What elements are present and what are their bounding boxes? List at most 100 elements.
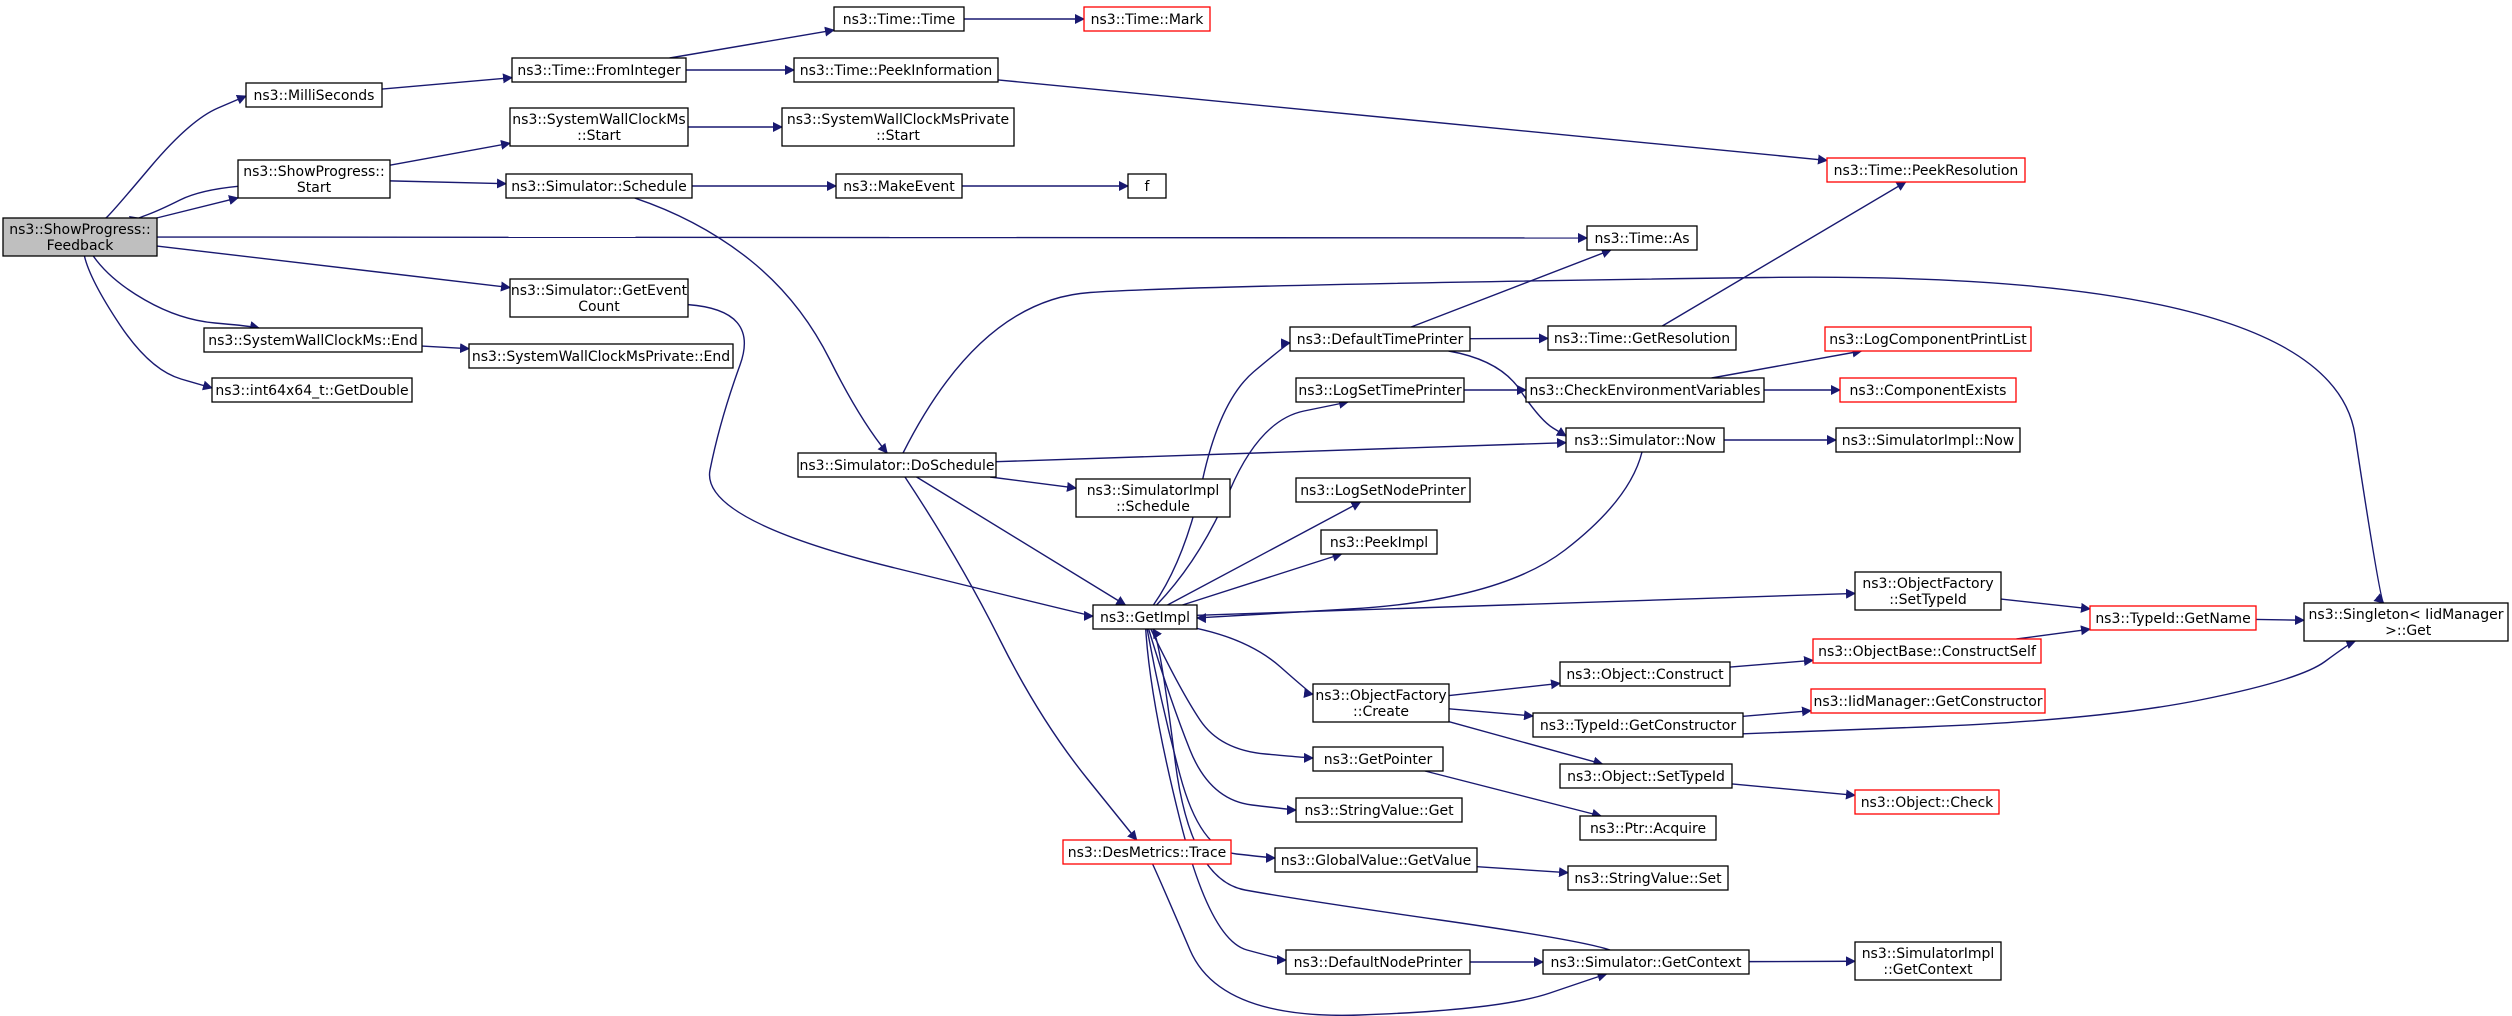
node-label: ns3::Time::FromInteger	[517, 63, 680, 79]
node-sim-schedule[interactable]: ns3::Simulator::Schedule	[505, 173, 693, 199]
node-logsetnodeprinter[interactable]: ns3::LogSetNodePrinter	[1295, 477, 1471, 503]
node-box	[1295, 477, 1471, 503]
node-peekinfo[interactable]: ns3::Time::PeekInformation	[793, 57, 999, 83]
node-frominteger[interactable]: ns3::Time::FromInteger	[511, 57, 687, 83]
node-swcm-start[interactable]: ns3::SystemWallClockMs::Start	[509, 107, 689, 147]
call-edge-doschedule-to-desmetrics	[904, 476, 1138, 841]
node-simimpl-getcontext[interactable]: ns3::SimulatorImpl::GetContext	[1854, 941, 2002, 981]
node-checkenv[interactable]: ns3::CheckEnvironmentVariables	[1525, 377, 1765, 403]
node-label: ns3::Simulator::GetEvent	[511, 283, 688, 299]
node-label: ns3::ShowProgress::	[9, 222, 150, 238]
node-objbase-constructself[interactable]: ns3::ObjectBase::ConstructSelf	[1812, 638, 2042, 664]
node-objfactory-settypeid[interactable]: ns3::ObjectFactory::SetTypeId	[1854, 571, 2002, 611]
node-label: ns3::SystemWallClockMs	[512, 112, 685, 128]
node-box	[203, 327, 423, 353]
node-logcompprintlist[interactable]: ns3::LogComponentPrintList	[1824, 326, 2032, 352]
node-logsettimeprinter[interactable]: ns3::LogSetTimePrinter	[1295, 377, 1465, 403]
node-swcmp-start[interactable]: ns3::SystemWallClockMsPrivate::Start	[781, 107, 1015, 147]
call-edge-deftimeprinter-to-sim_now	[1448, 350, 1567, 437]
node-sim-getcontext[interactable]: ns3::Simulator::GetContext	[1542, 949, 1750, 975]
node-box	[1854, 789, 2000, 815]
call-edge-milliseconds-to-frominteger	[381, 73, 513, 90]
node-box	[1312, 683, 1450, 723]
node-globalvalue-get[interactable]: ns3::GlobalValue::GetValue	[1274, 847, 1478, 873]
node-typeid-getname[interactable]: ns3::TypeId::GetName	[2089, 605, 2257, 631]
node-typeid-getctor[interactable]: ns3::TypeId::GetConstructor	[1532, 712, 1744, 738]
node-doschedule[interactable]: ns3::Simulator::DoSchedule	[797, 452, 997, 478]
node-box	[1812, 638, 2042, 664]
node-sp-start[interactable]: ns3::ShowProgress::Start	[237, 159, 391, 199]
node-getpointer[interactable]: ns3::GetPointer	[1312, 746, 1444, 772]
node-label: ns3::TypeId::GetName	[2095, 611, 2250, 627]
node-obj-check[interactable]: ns3::Object::Check	[1854, 789, 2000, 815]
node-label: ns3::Time::Time	[843, 12, 955, 28]
node-peekimpl[interactable]: ns3::PeekImpl	[1320, 529, 1438, 555]
node-makeevent[interactable]: ns3::MakeEvent	[835, 173, 963, 199]
node-label: ns3::PeekImpl	[1330, 535, 1428, 551]
call-edge-deftimeprinter-to-time_as	[1410, 248, 1612, 328]
node-stringvalue-set[interactable]: ns3::StringValue::Set	[1567, 865, 1729, 891]
node-label: ns3::Object::Construct	[1566, 667, 1724, 683]
node-defnodeprinter[interactable]: ns3::DefaultNodePrinter	[1285, 949, 1471, 975]
node-sim-now[interactable]: ns3::Simulator::Now	[1565, 427, 1725, 453]
call-edge-doschedule-to-simimpl_schedule	[990, 476, 1077, 492]
node-box	[2303, 602, 2509, 642]
node-swcm-end[interactable]: ns3::SystemWallClockMs::End	[203, 327, 423, 353]
node-swcmp-end[interactable]: ns3::SystemWallClockMsPrivate::End	[468, 343, 734, 369]
node-box	[1092, 604, 1198, 630]
node-box	[1839, 377, 2017, 403]
node-ptr-acquire[interactable]: ns3::Ptr::Acquire	[1579, 815, 1717, 841]
node-peekres[interactable]: ns3::Time::PeekResolution	[1826, 157, 2026, 183]
node-box	[2, 217, 158, 257]
node-box	[797, 452, 997, 478]
node-obj-settypeid[interactable]: ns3::Object::SetTypeId	[1559, 763, 1733, 789]
node-f[interactable]: f	[1127, 173, 1167, 199]
node-getdouble[interactable]: ns3::int64x64_t::GetDouble	[211, 377, 413, 403]
call-edge-sp_start-to-sim_schedule	[389, 178, 507, 189]
node-time-mark[interactable]: ns3::Time::Mark	[1083, 6, 1211, 32]
call-edge-getimpl-to-logsetnodeprinter	[1167, 501, 1362, 606]
node-time-time[interactable]: ns3::Time::Time	[833, 6, 965, 32]
node-label: ns3::SystemWallClockMsPrivate	[787, 112, 1009, 128]
node-stringvalue-get[interactable]: ns3::StringValue::Get	[1295, 797, 1463, 823]
call-edge-feedback-to-swcm_end	[92, 255, 260, 331]
node-desmetrics[interactable]: ns3::DesMetrics::Trace	[1062, 839, 1232, 865]
node-box	[1579, 815, 1717, 841]
node-getresolution[interactable]: ns3::Time::GetResolution	[1547, 325, 1737, 351]
node-deftimeprinter[interactable]: ns3::DefaultTimePrinter	[1289, 326, 1471, 352]
node-obj-construct[interactable]: ns3::Object::Construct	[1559, 661, 1731, 687]
call-edge-getpointer-to-ptr_acquire	[1424, 770, 1603, 819]
call-edge-geteventcount-to-getimpl	[687, 303, 1094, 621]
node-label: ns3::GlobalValue::GetValue	[1281, 853, 1471, 869]
call-edge-objfactory_settypeid-to-typeid_getname	[2000, 598, 2091, 613]
node-box	[1075, 478, 1231, 518]
node-label: ns3::ShowProgress::	[243, 164, 384, 180]
node-label: ns3::DefaultTimePrinter	[1297, 332, 1464, 348]
node-box	[1567, 865, 1729, 891]
node-label: ns3::Singleton< IidManager	[2309, 607, 2504, 623]
node-milliseconds[interactable]: ns3::MilliSeconds	[245, 82, 383, 108]
edge-layer	[83, 14, 2385, 1016]
node-label: ns3::Time::Mark	[1091, 12, 1205, 28]
node-compexists[interactable]: ns3::ComponentExists	[1839, 377, 2017, 403]
node-label: ns3::Simulator::Schedule	[511, 179, 687, 195]
call-edge-getimpl-to-getpointer	[1150, 628, 1314, 763]
node-box	[211, 377, 413, 403]
call-edge-peekinfo-to-peekres	[997, 79, 1828, 165]
node-getimpl[interactable]: ns3::GetImpl	[1092, 604, 1198, 630]
node-singleton-get[interactable]: ns3::Singleton< IidManager >::Get	[2303, 602, 2509, 642]
node-objfactory-create[interactable]: ns3::ObjectFactory::Create	[1312, 683, 1450, 723]
call-edge-objfactory_create-to-obj_construct	[1448, 679, 1561, 697]
call-edge-getimpl-to-peekimpl	[1182, 551, 1343, 606]
node-simimpl-now[interactable]: ns3::SimulatorImpl::Now	[1835, 427, 2021, 453]
node-box	[1525, 377, 1765, 403]
node-label: ns3::Object::Check	[1861, 795, 1994, 811]
node-box	[1285, 949, 1471, 975]
node-label: ns3::GetImpl	[1100, 610, 1190, 626]
node-iidmgr-getctor[interactable]: ns3::IidManager::GetConstructor	[1810, 688, 2046, 714]
call-edge-obj_construct-to-objbase_constructself	[1729, 656, 1814, 668]
node-time-as[interactable]: ns3::Time::As	[1586, 225, 1698, 251]
node-label: ns3::GetPointer	[1324, 752, 1433, 768]
node-simimpl-schedule[interactable]: ns3::SimulatorImpl::Schedule	[1075, 478, 1231, 518]
